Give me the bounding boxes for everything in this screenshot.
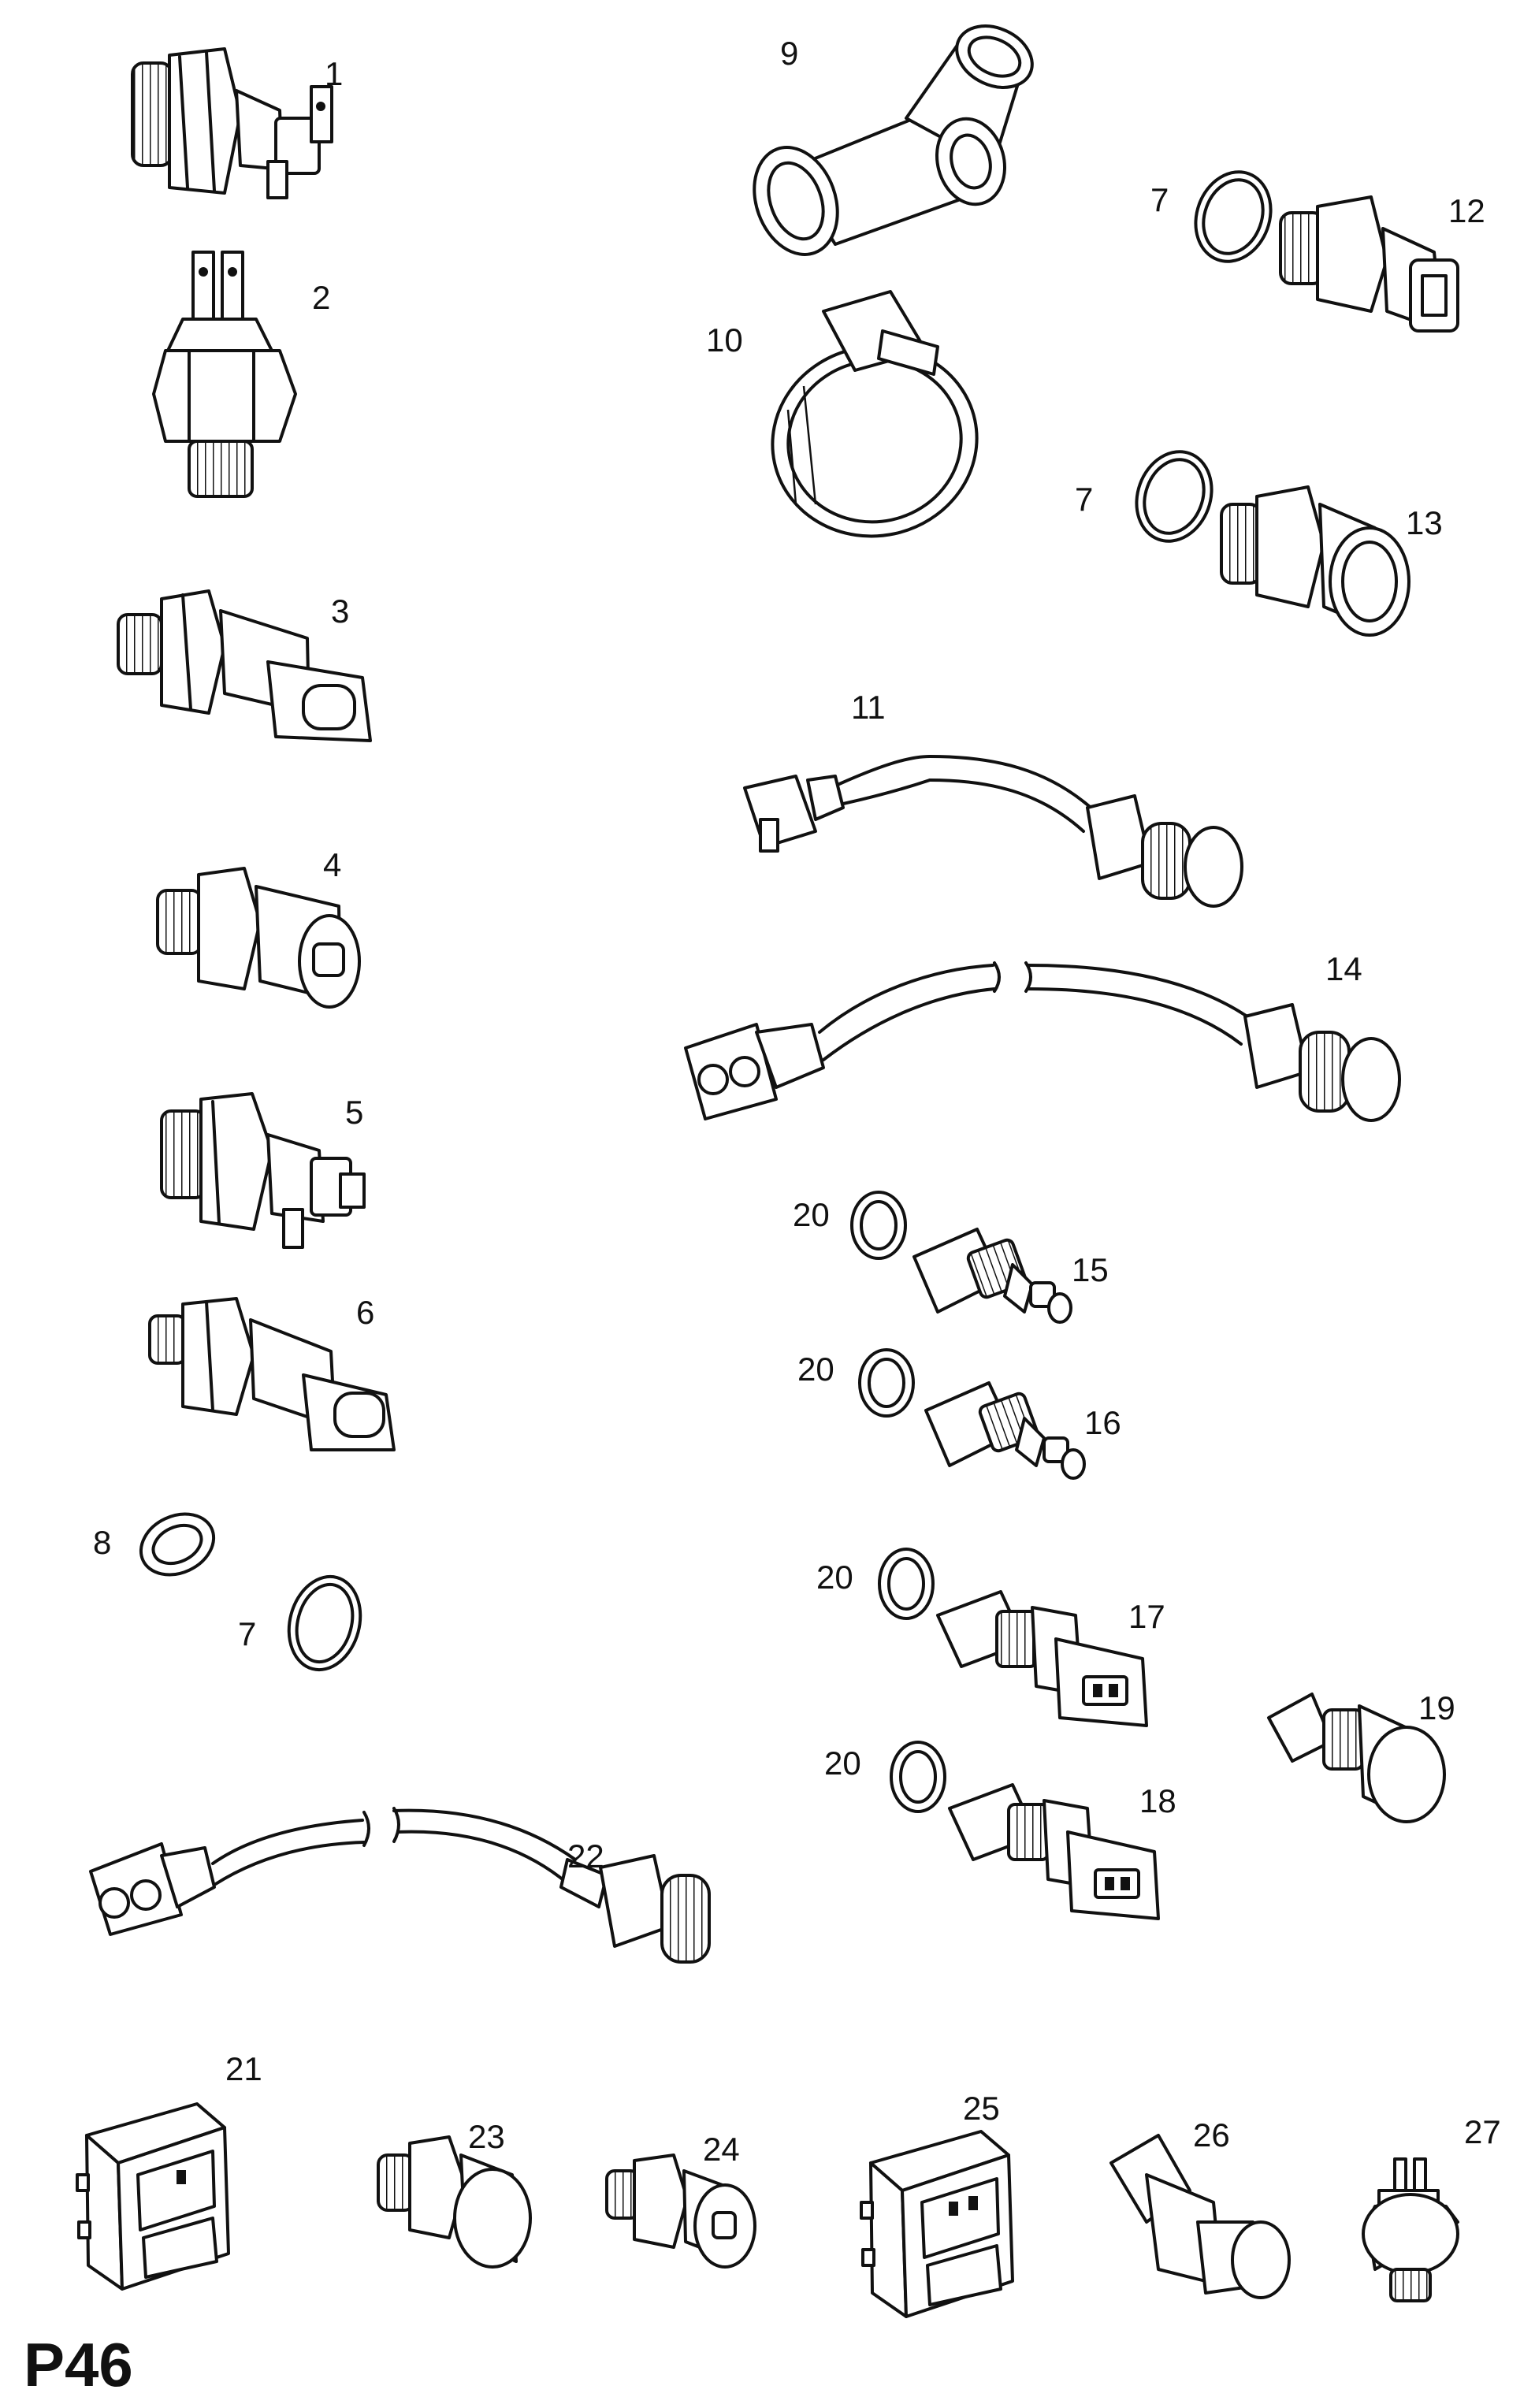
callout-24: 24 <box>703 2131 740 2168</box>
callout-6: 6 <box>356 1294 374 1331</box>
part-1-switch <box>131 47 333 199</box>
part-13-sensor <box>1220 485 1410 637</box>
part-22-sensor-cable <box>89 1807 711 1964</box>
part-20-washer-a <box>850 1191 907 1260</box>
callout-10: 10 <box>706 321 743 359</box>
part-9-tpiece <box>753 24 1034 256</box>
part-21-rocker-switch <box>76 2102 230 2291</box>
callout-26: 26 <box>1193 2116 1230 2153</box>
part-26-switch <box>1109 2134 1291 2299</box>
callout-17: 17 <box>1128 1598 1165 1635</box>
part-20-washer-b <box>858 1348 915 1418</box>
part-20-washer-c <box>878 1548 935 1620</box>
callout-8: 8 <box>93 1524 111 1561</box>
callout-18: 18 <box>1139 1782 1176 1819</box>
callout-20-d: 20 <box>824 1745 861 1782</box>
part-23-switch <box>377 2135 532 2269</box>
callout-20-c: 20 <box>816 1559 853 1596</box>
callout-1: 1 <box>325 55 343 92</box>
callout-7-left: 7 <box>238 1615 256 1652</box>
callout-22: 22 <box>567 1838 604 1875</box>
part-5-switch <box>160 1092 366 1249</box>
callout-7-middle: 7 <box>1075 481 1093 518</box>
part-25-rocker-switch <box>860 2130 1014 2318</box>
part-7-oring-left <box>287 1574 362 1672</box>
callout-21: 21 <box>225 2050 262 2087</box>
part-7-oring-upper <box>1194 170 1273 263</box>
callout-20-b: 20 <box>797 1351 834 1388</box>
callout-27: 27 <box>1464 2113 1501 2150</box>
part-16-sender <box>924 1381 1086 1480</box>
callout-16: 16 <box>1084 1404 1121 1441</box>
part-3-switch <box>117 589 372 742</box>
part-4-switch <box>156 867 361 1009</box>
part-12-sensor <box>1279 195 1459 333</box>
callout-5: 5 <box>345 1094 363 1131</box>
part-18-sensor <box>948 1783 1160 1920</box>
part-19-sensor <box>1267 1693 1446 1823</box>
part-11-sensor-cable <box>743 755 1243 908</box>
page-code: P46 <box>24 2330 133 2399</box>
part-8-washer <box>139 1512 216 1577</box>
callout-19: 19 <box>1418 1689 1455 1726</box>
part-17-sensor <box>936 1590 1148 1727</box>
callout-2: 2 <box>312 279 330 316</box>
part-2-switch <box>152 251 297 498</box>
callout-11: 11 <box>851 689 886 726</box>
part-10-clamp <box>771 290 979 538</box>
callout-23: 23 <box>468 2118 505 2155</box>
callout-4: 4 <box>323 846 341 883</box>
callout-13: 13 <box>1406 504 1443 541</box>
callout-7-upper: 7 <box>1150 181 1169 218</box>
callout-9: 9 <box>780 35 798 72</box>
callout-15: 15 <box>1072 1251 1109 1288</box>
part-7-oring-middle <box>1135 450 1214 543</box>
part-20-washer-d <box>890 1741 946 1813</box>
part-24-switch <box>605 2153 756 2269</box>
callout-12: 12 <box>1448 192 1485 229</box>
part-15-sender <box>912 1228 1072 1324</box>
callout-14: 14 <box>1325 950 1362 987</box>
callout-3: 3 <box>331 593 349 630</box>
callout-20-a: 20 <box>793 1196 830 1233</box>
part-6-switch <box>148 1297 396 1451</box>
part-14-sensor-cable <box>684 961 1401 1122</box>
callout-25: 25 <box>963 2090 1000 2127</box>
part-27-switch <box>1362 2157 1459 2302</box>
